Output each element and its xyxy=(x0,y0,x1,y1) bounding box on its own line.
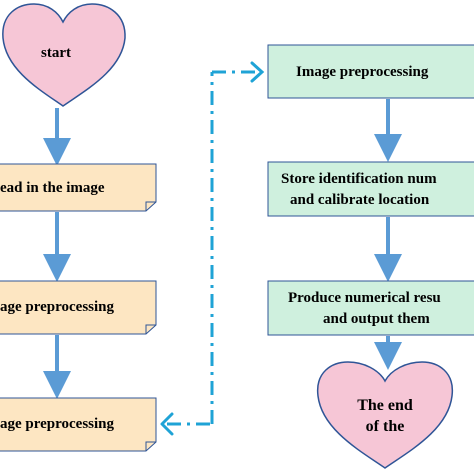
preprocessing-1-label: age preprocessing xyxy=(0,299,115,315)
dash-dot-connector xyxy=(160,61,265,436)
produce-line-1: Produce numerical resu xyxy=(288,290,441,306)
store-identification-box xyxy=(267,161,474,217)
right-preprocessing-box xyxy=(267,44,474,99)
preprocessing-box-1-fold xyxy=(145,324,156,334)
start-heart-shape xyxy=(2,3,126,107)
store-line-2: and calibrate location xyxy=(290,192,430,208)
read-image-box xyxy=(0,163,157,212)
right-preprocessing-label: Image preprocessing xyxy=(296,64,429,80)
end-line-1: The end xyxy=(357,397,413,414)
end-heart-shape xyxy=(317,361,453,469)
produce-line-2: and output them xyxy=(323,311,430,327)
read-image-label: ead in the image xyxy=(0,180,105,196)
preprocessing-box-2 xyxy=(0,397,157,452)
read-box-fold xyxy=(145,201,156,211)
preprocessing-box-1 xyxy=(0,280,157,335)
store-line-1: Store identification num xyxy=(281,171,437,187)
start-label: start xyxy=(41,45,71,61)
produce-results-box xyxy=(267,280,474,336)
end-line-2: of the xyxy=(366,418,405,435)
preprocessing-2-label: age preprocessing xyxy=(0,416,115,432)
preprocessing-box-2-fold xyxy=(145,441,156,451)
